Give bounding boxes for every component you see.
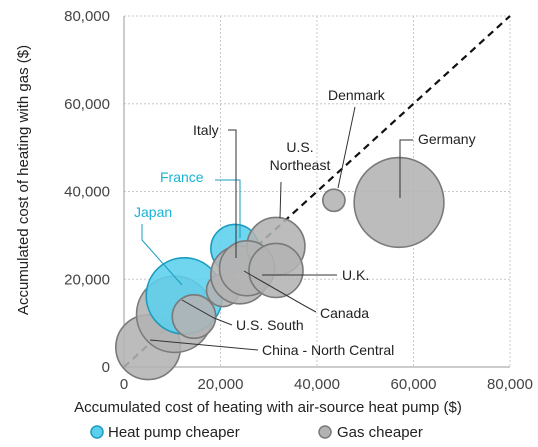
leader-line-u-s-northeast <box>279 181 282 219</box>
legend-swatch-heat-pump <box>90 425 104 439</box>
legend-label-gas: Gas cheaper <box>337 424 423 441</box>
point-label-japan: Japan <box>134 204 172 220</box>
leader-lines <box>141 106 413 351</box>
leader-line-germany <box>399 139 413 198</box>
y-tick-label: 0 <box>102 359 110 376</box>
y-axis-title: Accumulated cost of heating with gas ($) <box>15 45 32 315</box>
point-labels: China - North Central U.S. South Japan Fran… <box>134 87 476 358</box>
leader-line-italy <box>228 129 237 258</box>
point-label-u-s-northeast: U.S.Northeast <box>270 139 331 173</box>
leader-line-u-s-south <box>181 299 233 326</box>
point-label-germany: Germany <box>418 131 476 147</box>
y-tick-label: 20,000 <box>64 271 110 288</box>
bubble-unlabeled-3 <box>171 294 217 340</box>
leader-line-canada <box>243 270 317 313</box>
x-tick-label: 20,000 <box>198 376 244 393</box>
x-tick-label: 80,000 <box>487 376 533 393</box>
x-tick-label: 0 <box>120 376 128 393</box>
leader-line-denmark <box>337 106 356 189</box>
point-label-denmark: Denmark <box>328 87 386 103</box>
leader-line-france <box>215 179 241 238</box>
bubble-u-k- <box>248 242 304 299</box>
y-tick-label: 40,000 <box>64 184 110 201</box>
y-tick-label: 80,000 <box>64 8 110 25</box>
leader-line-china-north-central <box>149 339 259 351</box>
legend-label-heat-pump: Heat pump cheaper <box>108 424 240 441</box>
axes <box>123 16 510 368</box>
y-tick-label: 60,000 <box>64 96 110 113</box>
x-axis-title: Accumulated cost of heating with air-sou… <box>74 399 462 416</box>
point-label-u-k-: U.K. <box>342 267 369 283</box>
point-label-u-s-south: U.S. South <box>236 317 304 333</box>
bubble-germany <box>353 156 445 249</box>
legend: Heat pump cheaper Gas cheaper <box>90 424 423 441</box>
point-label-italy: Italy <box>193 122 219 138</box>
bubbles <box>114 156 445 381</box>
point-label-canada: Canada <box>320 305 369 321</box>
x-tick-label: 40,000 <box>294 376 340 393</box>
leader-line-japan <box>141 224 183 286</box>
point-label-france: France <box>160 169 204 185</box>
x-tick-label: 60,000 <box>391 376 437 393</box>
tick-labels: 0 20,000 40,000 60,000 80,000 0 20,000 40,000 60… <box>64 8 533 393</box>
point-label-china-north-central: China - North Central <box>262 342 394 358</box>
bubble-denmark <box>321 188 346 213</box>
legend-swatch-gas <box>318 425 332 439</box>
